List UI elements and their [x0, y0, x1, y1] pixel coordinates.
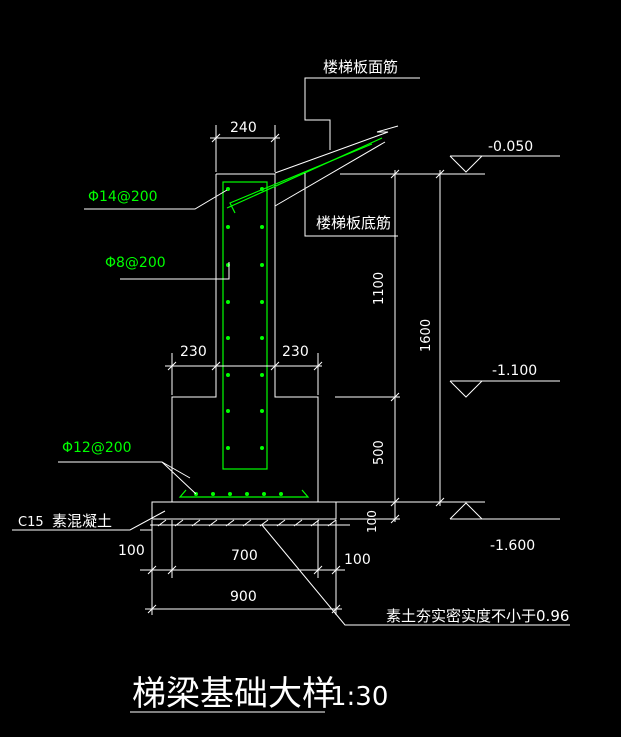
dim-step-left: 230	[180, 344, 207, 360]
dim-h-1100: 1100	[372, 272, 387, 305]
rebar-dots	[194, 187, 283, 496]
leader-lines	[12, 77, 570, 626]
green-labels: Φ14@200 Φ8@200 Φ12@200	[62, 189, 166, 456]
c15-pad	[151, 501, 337, 520]
dim-thk-100: 100	[365, 510, 379, 533]
footing-bottom-bar	[178, 489, 310, 498]
level-markers	[449, 155, 560, 520]
stair-slab-lower	[274, 141, 386, 207]
stair-slab-upper	[274, 125, 399, 174]
label-rebar-phi12: Φ12@200	[62, 440, 132, 456]
dim-step-right: 230	[282, 344, 309, 360]
dim-top-width: 240	[230, 120, 257, 136]
slab-bottom-bar	[229, 143, 373, 214]
dim-pad-right: 100	[344, 552, 371, 568]
concrete-outline	[151, 125, 399, 520]
label-c15-grade: C15	[18, 515, 44, 530]
rebar	[178, 137, 383, 498]
drawing-scale: 1:30	[330, 682, 388, 712]
dim-h-1600: 1600	[419, 319, 434, 352]
level-top: -0.050	[488, 139, 533, 155]
level-marker-mid	[449, 380, 484, 398]
level-marker-top	[449, 155, 484, 173]
label-c15-text: 素混凝土	[52, 512, 112, 530]
level-bottom: -1.600	[490, 538, 535, 554]
dim-w-900: 900	[230, 589, 257, 605]
drawing-title: 梯梁基础大样	[132, 674, 336, 714]
dim-pad-left: 100	[118, 543, 145, 559]
footing-outline	[171, 173, 319, 503]
dimension-lines	[140, 125, 485, 615]
label-soil-note: 素土夯实密实度不小于0.96	[386, 607, 569, 625]
label-rebar-phi8: Φ8@200	[105, 255, 166, 271]
white-labels: 楼梯板面筋 楼梯板底筋 C15 素混凝土 素土夯实密实度不小于0.96 -0.0…	[18, 58, 569, 714]
level-mid: -1.100	[492, 363, 537, 379]
dim-w-700: 700	[231, 548, 258, 564]
level-marker-bottom	[449, 502, 484, 520]
ground-hatch	[140, 519, 350, 531]
dim-h-500: 500	[372, 440, 387, 465]
label-stair-top-rebar: 楼梯板面筋	[323, 58, 398, 76]
label-stair-bottom-rebar: 楼梯板底筋	[316, 214, 391, 232]
stem-stirrup	[222, 181, 268, 470]
label-rebar-phi14: Φ14@200	[88, 189, 158, 205]
